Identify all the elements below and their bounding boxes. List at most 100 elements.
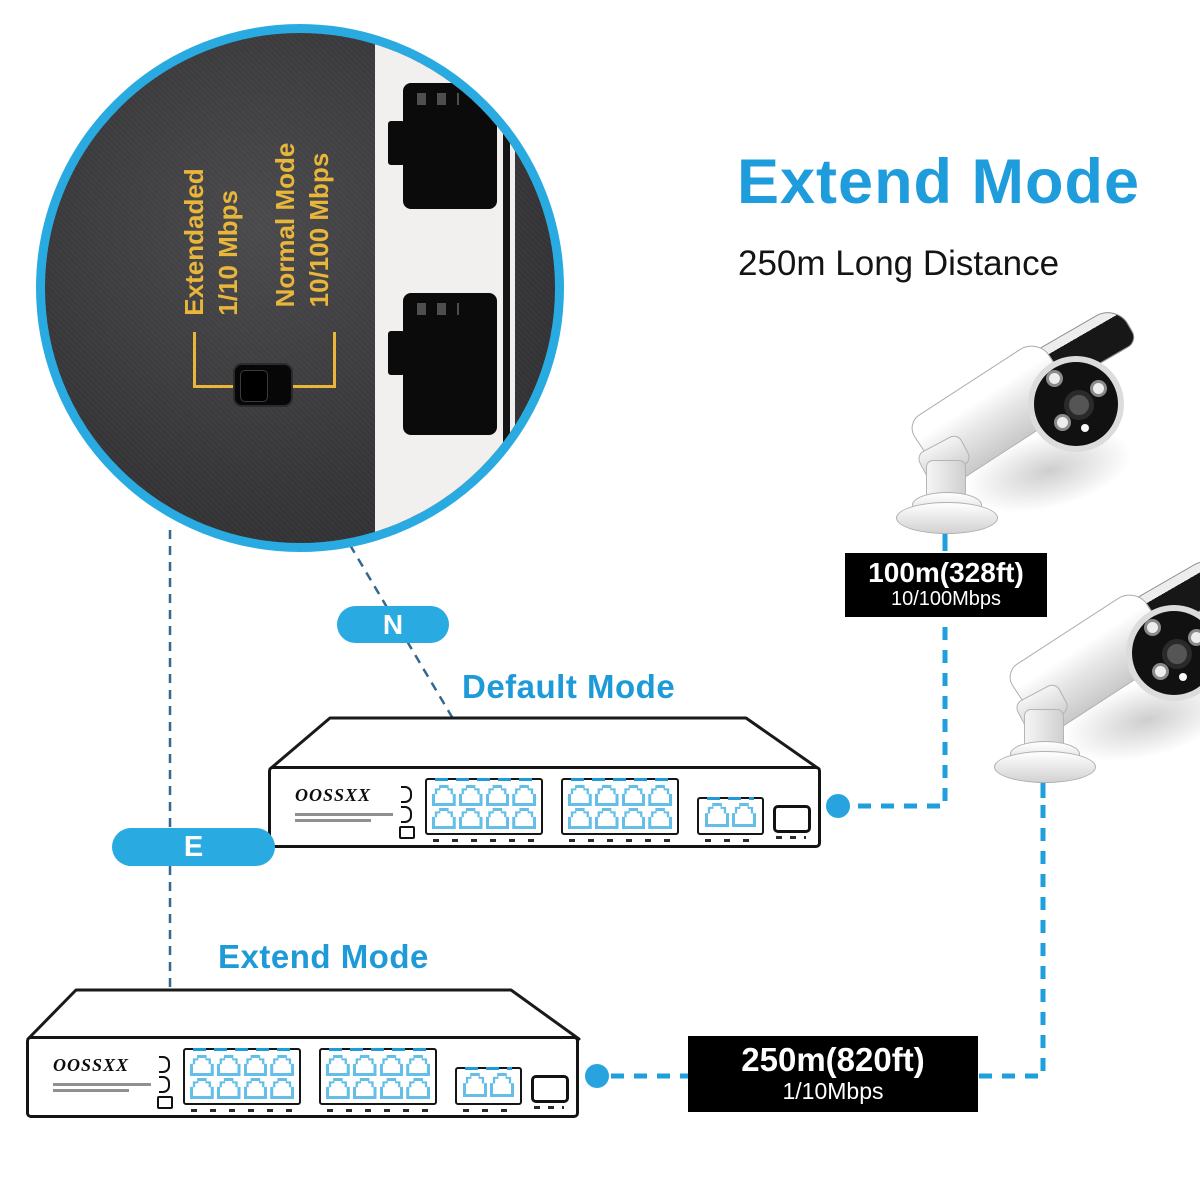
mini-port-glyph	[399, 826, 415, 839]
switch-port-photo-strip	[375, 33, 515, 543]
sfp-port	[531, 1075, 569, 1109]
camera1-cable-dashed	[850, 558, 948, 809]
camera-lens-face	[1126, 605, 1200, 701]
uplink-port-group	[697, 797, 764, 842]
rj45-port	[406, 1055, 430, 1076]
rj45-port	[379, 1078, 404, 1099]
rj45-port	[648, 785, 672, 806]
distance-value: 250m(820ft)	[741, 1041, 925, 1078]
rj45-port	[326, 1078, 350, 1099]
default-mode-label: Default Mode	[462, 668, 676, 705]
rj45-port	[705, 803, 729, 827]
lens-icon	[1162, 639, 1192, 669]
rj45-port	[594, 808, 619, 829]
marker-normal-pill: N	[337, 606, 449, 643]
switch-default-front: OOSSXX	[268, 766, 821, 848]
extended-label: Extendaded	[179, 168, 210, 316]
sensor-dot	[1081, 424, 1089, 432]
normal-label: Normal Mode	[270, 142, 301, 308]
ir-led-icon	[1188, 629, 1200, 646]
rj45-port	[485, 808, 510, 829]
speed-value: 1/10Mbps	[782, 1077, 884, 1104]
rj45-port	[406, 1078, 430, 1099]
rj45-port	[190, 1078, 214, 1099]
security-camera-2	[978, 552, 1200, 794]
rj45-port	[458, 808, 483, 829]
rj45-port	[568, 785, 592, 806]
ir-led-icon	[1152, 663, 1169, 680]
rj45-port	[352, 1078, 377, 1099]
bracket-line	[333, 332, 336, 388]
brand-logo: OOSSXX	[295, 785, 372, 805]
strip-edge	[503, 33, 510, 543]
extend-mode-label: Extend Mode	[218, 938, 429, 975]
port-group-1	[425, 778, 543, 842]
rj45-port	[216, 1078, 241, 1099]
bracket-line	[193, 332, 196, 388]
extend-switch-port-dot	[585, 1064, 609, 1088]
page-subtitle: 250m Long Distance	[738, 244, 1060, 283]
distance-badge-extended: 250m(820ft) 1/10Mbps	[688, 1036, 978, 1112]
extended-mode-print: Extendaded 1/10 Mbps	[178, 168, 246, 315]
rj45-port	[648, 808, 672, 829]
rj45-port	[621, 808, 646, 829]
rj45-port	[432, 785, 456, 806]
rj45-port	[190, 1055, 214, 1076]
speed-value: 10/100Mbps	[890, 588, 1002, 611]
rj45-port	[326, 1055, 350, 1076]
uplink-port-group	[455, 1067, 522, 1112]
zoom-circle: Extendaded 1/10 Mbps Normal Mode 10/100 …	[36, 24, 564, 552]
brand-logo: OOSSXX	[53, 1055, 130, 1075]
bracket-glyph	[401, 806, 412, 823]
ir-led-icon	[1090, 380, 1107, 397]
sensor-dot	[1179, 673, 1187, 681]
poe-icon	[397, 785, 417, 839]
port-group-2	[561, 778, 679, 842]
rj45-port	[512, 785, 536, 806]
switch-extend-front: OOSSXX	[26, 1036, 579, 1118]
rj45-port	[270, 1055, 294, 1076]
rj45-port	[463, 1073, 487, 1097]
rj45-port-photo	[388, 293, 497, 435]
rj45-port	[512, 808, 536, 829]
distance-badge-normal: 100m(328ft) 10/100Mbps	[845, 553, 1047, 617]
page-title: Extend Mode	[737, 147, 1141, 217]
rj45-port	[216, 1055, 241, 1076]
camera-base	[994, 751, 1096, 783]
mini-port-glyph	[157, 1096, 173, 1109]
normal-mode-print: Normal Mode 10/100 Mbps	[269, 143, 337, 308]
rj45-port	[732, 803, 756, 827]
rj45-port	[379, 1055, 404, 1076]
security-camera-1	[880, 303, 1141, 545]
mode-toggle-switch	[233, 363, 293, 407]
port-group-2	[319, 1048, 437, 1112]
rj45-port	[568, 808, 592, 829]
brand-subtext-line	[295, 819, 371, 822]
distance-value: 100m(328ft)	[868, 557, 1024, 588]
default-switch-top-face	[268, 716, 821, 771]
rj45-port	[270, 1078, 294, 1099]
camera-lens-face	[1028, 356, 1124, 452]
extend-switch-top-face	[26, 988, 581, 1041]
brand-subtext-line	[295, 813, 393, 816]
toggle-knob	[240, 370, 268, 402]
bracket-glyph	[159, 1076, 170, 1093]
extended-speed: 1/10 Mbps	[213, 189, 243, 316]
brand-subtext-line	[53, 1089, 129, 1092]
rj45-port	[243, 1055, 268, 1076]
rj45-port	[352, 1055, 377, 1076]
normal-speed: 10/100 Mbps	[304, 152, 334, 308]
marker-extended-pill: E	[112, 828, 275, 866]
rj45-port	[621, 785, 646, 806]
ir-led-icon	[1144, 619, 1161, 636]
bracket-glyph	[159, 1056, 170, 1073]
lens-icon	[1064, 390, 1094, 420]
rj45-port	[432, 808, 456, 829]
rj45-port	[485, 785, 510, 806]
rj45-port	[243, 1078, 268, 1099]
sfp-port	[773, 805, 811, 839]
rj45-port	[594, 785, 619, 806]
ir-led-icon	[1054, 414, 1071, 431]
